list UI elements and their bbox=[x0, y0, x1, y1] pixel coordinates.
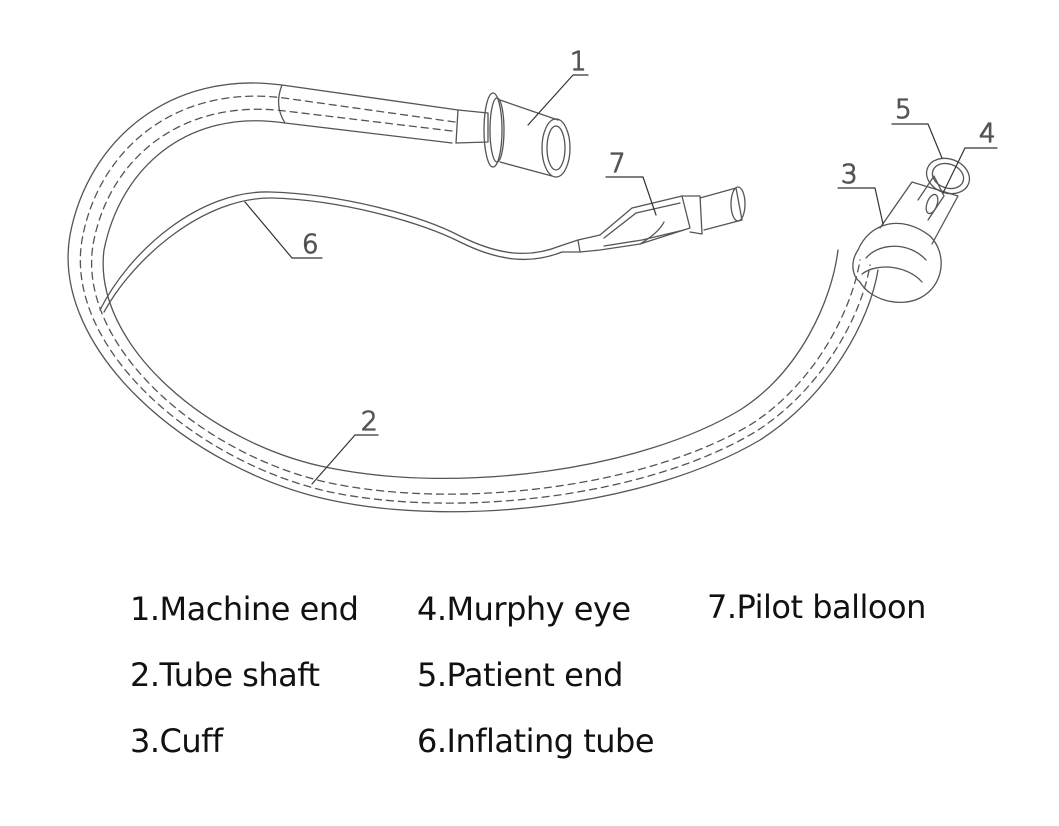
callout-1: 1 bbox=[570, 47, 587, 77]
legend-item-pilot-balloon: 7.Pilot balloon bbox=[707, 588, 926, 626]
patient-end bbox=[879, 157, 971, 245]
tube-shaft bbox=[67, 82, 879, 513]
pilot-balloon bbox=[577, 186, 746, 253]
callout-4: 4 bbox=[979, 119, 996, 149]
callout-7: 7 bbox=[609, 149, 626, 179]
callout-5: 5 bbox=[895, 95, 912, 125]
legend-item-patient-end: 5.Patient end bbox=[417, 656, 623, 694]
legend-item-murphy-eye: 4.Murphy eye bbox=[417, 590, 631, 628]
legend-item-tube-shaft: 2.Tube shaft bbox=[130, 656, 320, 694]
legend-item-inflating-tube: 6.Inflating tube bbox=[417, 722, 655, 760]
machine-end-connector bbox=[455, 92, 571, 178]
cuff bbox=[852, 222, 942, 303]
leader-lines bbox=[244, 74, 998, 485]
callout-3: 3 bbox=[841, 160, 858, 190]
leader-2 bbox=[311, 434, 379, 485]
callout-6: 6 bbox=[302, 230, 319, 260]
leader-3 bbox=[837, 187, 884, 225]
endotracheal-tube-diagram: 1 2 3 4 5 6 7 bbox=[67, 46, 998, 513]
leader-1 bbox=[527, 74, 589, 126]
legend-item-cuff: 3.Cuff bbox=[130, 722, 223, 760]
leader-6 bbox=[244, 201, 323, 259]
legend-item-machine-end: 1.Machine end bbox=[130, 590, 359, 628]
leader-5 bbox=[891, 123, 943, 159]
callout-2: 2 bbox=[361, 407, 378, 437]
inflating-tube bbox=[99, 191, 581, 313]
leader-4 bbox=[942, 147, 998, 194]
leader-7 bbox=[605, 176, 657, 216]
